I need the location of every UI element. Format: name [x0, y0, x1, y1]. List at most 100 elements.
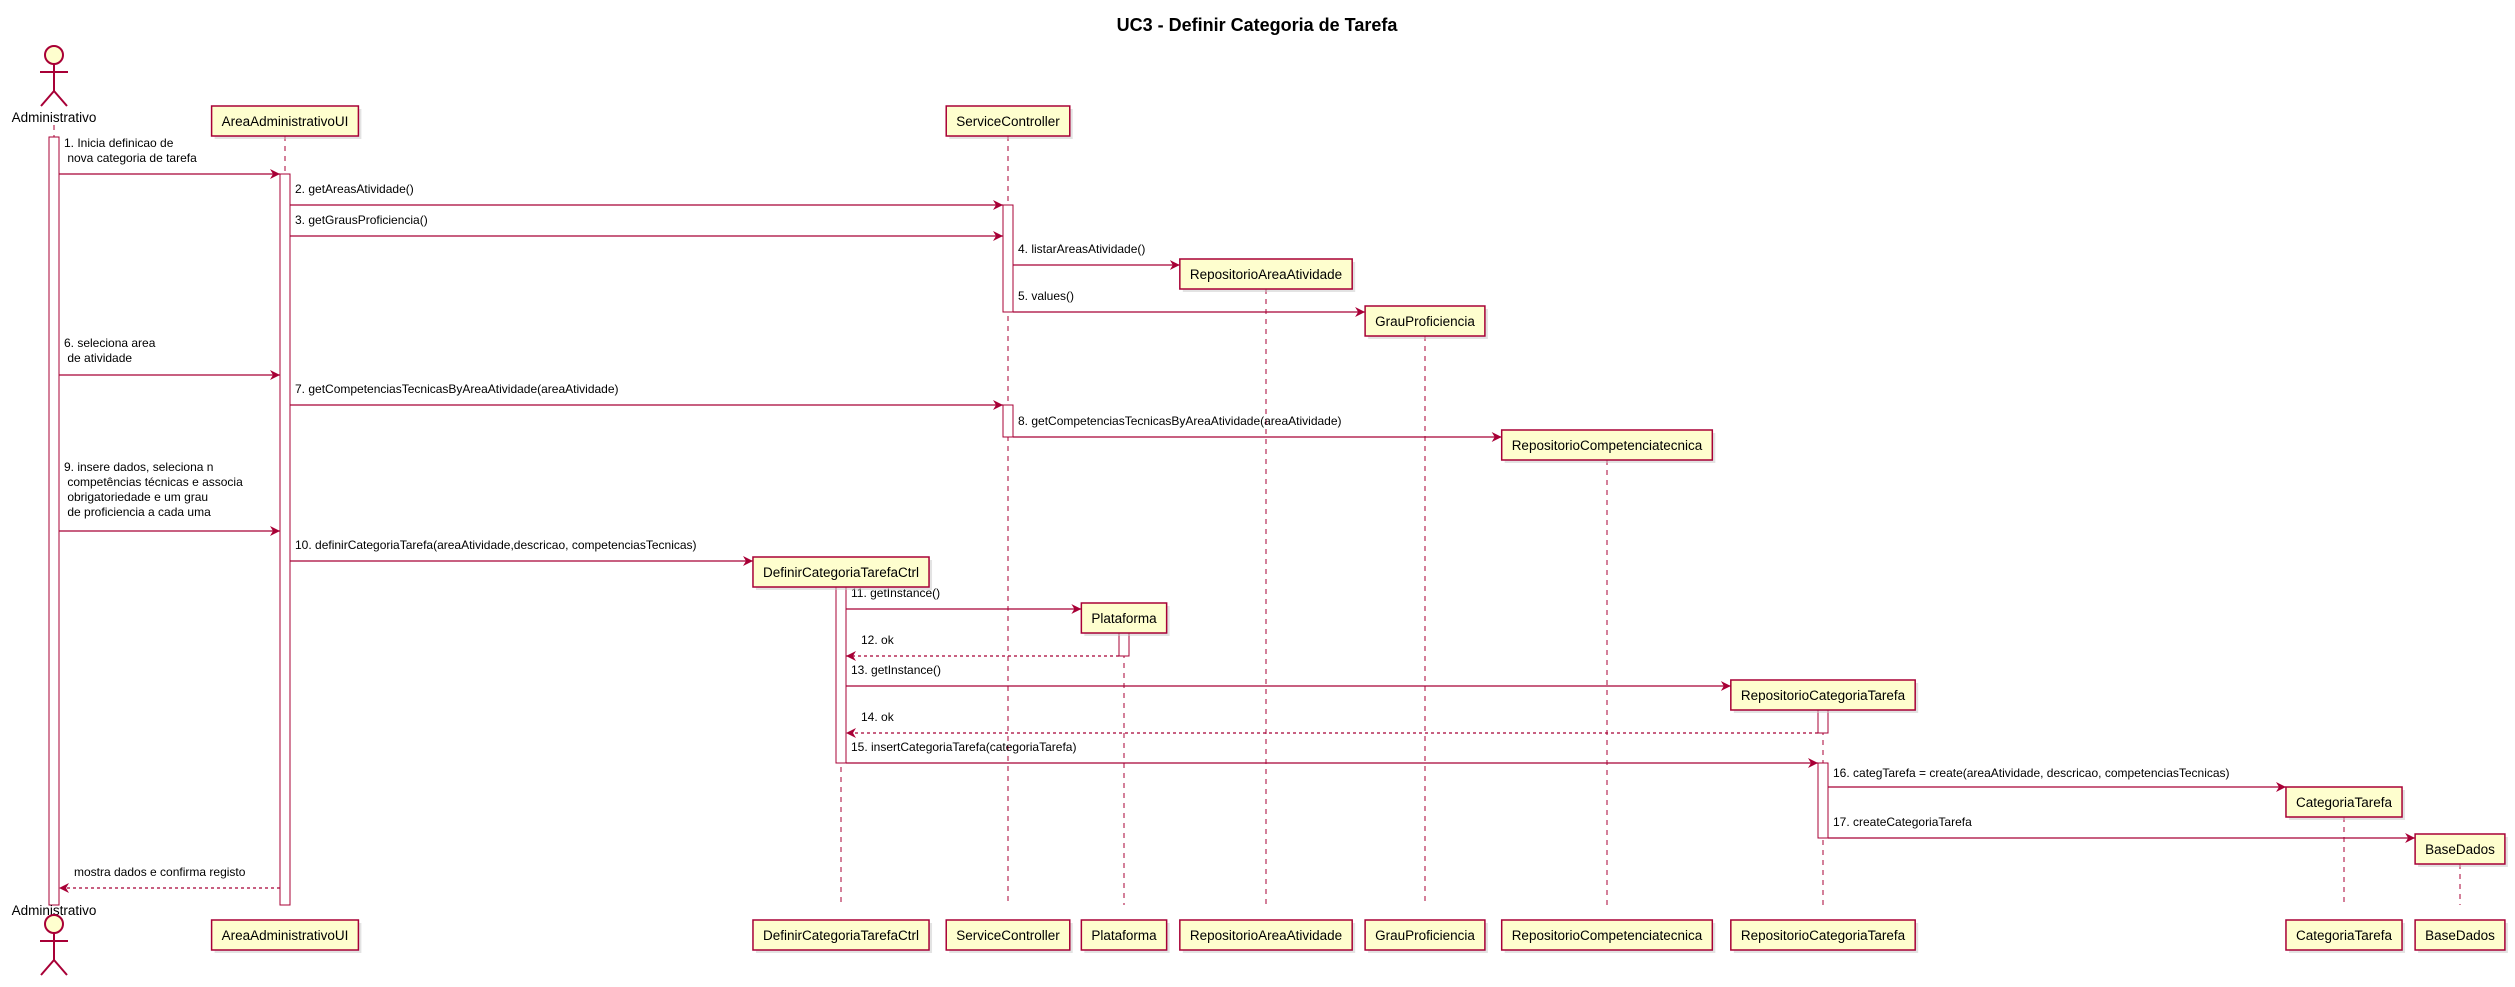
- participant-box: [752, 919, 930, 951]
- participant-box: [752, 556, 930, 588]
- message-label: 1. Inicia definicao de: [64, 136, 174, 150]
- message-label: nova categoria de tarefa: [64, 151, 197, 165]
- message-16: 16. categTarefa = create(areaAtividade, …: [1828, 766, 2286, 792]
- participant-label: CategoriaTarefa: [2296, 928, 2393, 943]
- participant-base-dados-bottom: BaseDados: [2414, 919, 2508, 953]
- message-label: 2. getAreasAtividade(): [295, 182, 414, 196]
- activation-bar: [1817, 762, 1829, 839]
- message-label: 6. seleciona area: [64, 336, 156, 350]
- message-label: 3. getGrausProficiencia(): [295, 213, 428, 227]
- participant-box: [2414, 919, 2506, 951]
- participant-box: [1364, 919, 1486, 951]
- participant-service-controller-bottom: ServiceController: [945, 919, 1073, 953]
- message-4: 4. listarAreasAtividade(): [1013, 242, 1180, 270]
- message-12: 12. ok: [846, 633, 1119, 661]
- participant-service-controller-top: ServiceController: [945, 105, 1073, 139]
- message-label: 14. ok: [861, 710, 895, 724]
- participant-label: DefinirCategoriaTarefaCtrl: [763, 928, 919, 943]
- message-label: 4. listarAreasAtividade(): [1018, 242, 1145, 256]
- actor-administrativo-bottom: Administrativo: [12, 903, 97, 976]
- message-label: 7. getCompetenciasTecnicasByAreaAtividad…: [295, 382, 619, 396]
- actor-label: Administrativo: [12, 110, 97, 125]
- participant-categoria-tarefa-top: CategoriaTarefa: [2285, 786, 2406, 820]
- participant-repositorio-competenciatecnica-bottom: RepositorioCompetenciatecnica: [1500, 919, 1716, 953]
- message-label: obrigatoriedade e um grau: [64, 490, 208, 504]
- participant-box: [1080, 602, 1168, 634]
- message-label: 9. insere dados, seleciona n: [64, 460, 213, 474]
- activation-bar: [279, 173, 291, 906]
- participant-box: [210, 919, 360, 951]
- message-6: 6. seleciona area de atividade: [59, 336, 280, 380]
- participant-label: ServiceController: [956, 114, 1060, 129]
- participant-box: [1500, 919, 1714, 951]
- activation-bar: [835, 571, 847, 764]
- participant-label: Plataforma: [1091, 928, 1157, 943]
- participant-label: RepositorioCompetenciatecnica: [1512, 438, 1703, 453]
- participant-grau-proficiencia-top: GrauProficiencia: [1364, 305, 1488, 339]
- message-10: 10. definirCategoriaTarefa(areaAtividade…: [290, 538, 753, 566]
- message-2: 2. getAreasAtividade(): [290, 182, 1003, 210]
- message-15: 15. insertCategoriaTarefa(categoriaTaref…: [846, 740, 1818, 768]
- message-label: 8. getCompetenciasTecnicasByAreaAtividad…: [1018, 414, 1342, 428]
- participant-box: [1730, 919, 1916, 951]
- participant-definir-categoria-tarefa-ctrl-bottom: DefinirCategoriaTarefaCtrl: [752, 919, 933, 953]
- actor-label: Administrativo: [12, 903, 97, 918]
- activation-bar: [48, 136, 60, 906]
- participant-box: [1730, 679, 1916, 711]
- participant-label: GrauProficiencia: [1375, 314, 1475, 329]
- participant-label: Plataforma: [1091, 611, 1157, 626]
- participant-repositorio-competenciatecnica-top: RepositorioCompetenciatecnica: [1500, 429, 1716, 463]
- actor-head-icon: [44, 45, 64, 65]
- message-1: 1. Inicia definicao de nova categoria de…: [59, 136, 280, 179]
- participant-label: BaseDados: [2425, 842, 2495, 857]
- message-8: 8. getCompetenciasTecnicasByAreaAtividad…: [1013, 414, 1502, 442]
- participant-grau-proficiencia-bottom: GrauProficiencia: [1364, 919, 1488, 953]
- participant-plataforma-top: Plataforma: [1080, 602, 1170, 636]
- actor-administrativo-top: Administrativo: [12, 45, 97, 125]
- participant-box: [945, 919, 1071, 951]
- message-label: 10. definirCategoriaTarefa(areaAtividade…: [295, 538, 697, 552]
- message-label: de proficiencia a cada uma: [64, 505, 211, 519]
- diagram-title: UC3 - Definir Categoria de Tarefa: [1117, 15, 1399, 35]
- message-label: 5. values(): [1018, 289, 1074, 303]
- participant-box: [2285, 786, 2403, 818]
- message-label: de atividade: [64, 351, 132, 365]
- message-label: 12. ok: [861, 633, 895, 647]
- activation-bar: [1002, 404, 1014, 438]
- participant-box: [1179, 258, 1353, 290]
- participant-label: CategoriaTarefa: [2296, 795, 2393, 810]
- participant-label: RepositorioAreaAtividade: [1190, 928, 1342, 943]
- participant-label: DefinirCategoriaTarefaCtrl: [763, 565, 919, 580]
- message-5: 5. values(): [1013, 289, 1366, 317]
- participant-box: [1364, 305, 1486, 337]
- message-label: competências técnicas e associa: [64, 475, 243, 489]
- message-14: 14. ok: [846, 710, 1818, 738]
- participant-repositorio-area-atividade-bottom: RepositorioAreaAtividade: [1179, 919, 1356, 953]
- participant-definir-categoria-tarefa-ctrl-top: DefinirCategoriaTarefaCtrl: [752, 556, 933, 590]
- actor-legs: [40, 89, 68, 107]
- participant-box: [210, 105, 360, 137]
- participant-plataforma-bottom: Plataforma: [1080, 919, 1170, 953]
- message-label: mostra dados e confirma registo: [74, 865, 246, 879]
- participant-label: RepositorioCategoriaTarefa: [1741, 688, 1906, 703]
- message-label: 16. categTarefa = create(areaAtividade, …: [1833, 766, 2230, 780]
- participant-label: BaseDados: [2425, 928, 2495, 943]
- participant-box: [1080, 919, 1168, 951]
- participant-base-dados-top: BaseDados: [2414, 833, 2508, 867]
- participant-repositorio-categoria-tarefa-bottom: RepositorioCategoriaTarefa: [1730, 919, 1919, 953]
- actor-legs: [40, 958, 68, 976]
- message-13: 13. getInstance(): [846, 663, 1731, 691]
- participant-box: [1500, 429, 1714, 461]
- activation-bar: [1002, 204, 1014, 313]
- participant-categoria-tarefa-bottom: CategoriaTarefa: [2285, 919, 2406, 953]
- actor-head-icon: [44, 914, 64, 934]
- participant-label: RepositorioAreaAtividade: [1190, 267, 1342, 282]
- participant-repositorio-area-atividade-top: RepositorioAreaAtividade: [1179, 258, 1356, 292]
- message-18: mostra dados e confirma registo: [59, 865, 280, 893]
- participant-box: [2285, 919, 2403, 951]
- message-label: 17. createCategoriaTarefa: [1833, 815, 1972, 829]
- participant-area-administrativo-ui-bottom: AreaAdministrativoUI: [210, 919, 362, 953]
- participant-box: [945, 105, 1071, 137]
- participant-label: RepositorioCompetenciatecnica: [1512, 928, 1703, 943]
